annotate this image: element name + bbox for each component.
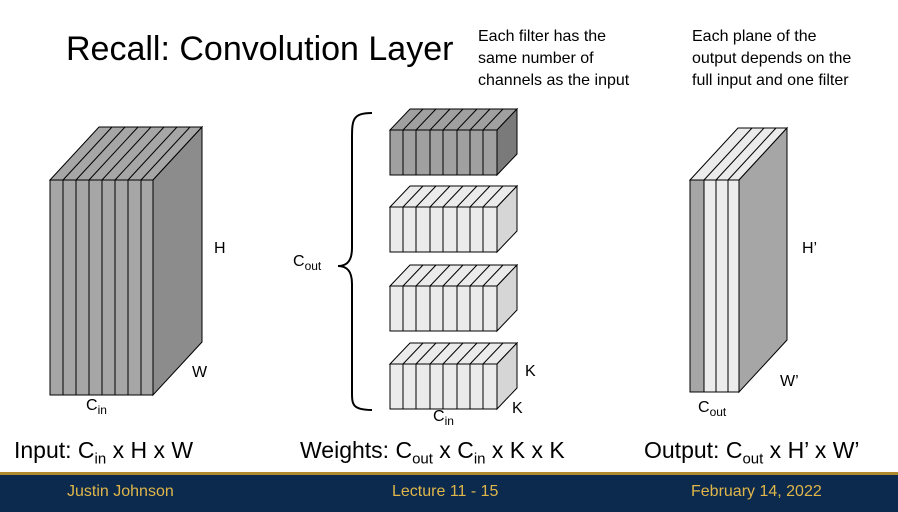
- input-channels-label: Cin: [86, 397, 107, 418]
- footer-author: Justin Johnson: [67, 483, 174, 500]
- input-volume: [48, 125, 204, 397]
- filter-note-line: channels as the input: [478, 72, 630, 89]
- output-height-label: H’: [802, 240, 818, 257]
- filter-1: [388, 107, 519, 177]
- output-plane: [703, 179, 717, 393]
- input-formula: Input: Cin x H x W: [14, 437, 194, 468]
- filter-note: Each filter has the same number of chann…: [478, 26, 629, 92]
- footer-date: February 14, 2022: [691, 483, 822, 500]
- output-note-line: output depends on the: [692, 50, 852, 67]
- output-volume: [688, 126, 789, 394]
- output-note: Each plane of the output depends on the …: [692, 26, 851, 92]
- output-note-line: full input and one filter: [692, 72, 849, 89]
- weights-formula: Weights: Cout x Cin x K x K: [300, 437, 565, 468]
- cout-brace: [337, 112, 373, 411]
- filter-note-line: same number of: [478, 50, 594, 67]
- output-plane: [715, 179, 729, 393]
- slide-footer: Justin Johnson Lecture 11 - 15 February …: [0, 472, 898, 512]
- filter-2: [388, 184, 519, 254]
- output-formula: Output: Cout x H’ x W’: [644, 437, 860, 468]
- output-channels-label: Cout: [698, 399, 727, 420]
- output-width-label: W’: [780, 373, 799, 390]
- output-plane-dark: [689, 179, 705, 393]
- kernel-width-label: K: [512, 400, 523, 417]
- filter-4: [388, 341, 519, 411]
- convolution-diagram: [48, 107, 789, 411]
- input-width-label: W: [192, 364, 208, 381]
- input-height-label: H: [214, 240, 226, 257]
- footer-lecture: Lecture 11 - 15: [392, 483, 499, 500]
- filter-note-line: Each filter has the: [478, 28, 607, 45]
- filter-3: [388, 263, 519, 333]
- output-note-line: Each plane of the: [692, 28, 817, 45]
- cout-label: Cout: [293, 253, 322, 274]
- output-plane: [727, 179, 740, 393]
- filter-channels-label: Cin: [433, 408, 454, 429]
- kernel-height-label: K: [525, 363, 536, 380]
- slide-title: Recall: Convolution Layer: [66, 30, 454, 68]
